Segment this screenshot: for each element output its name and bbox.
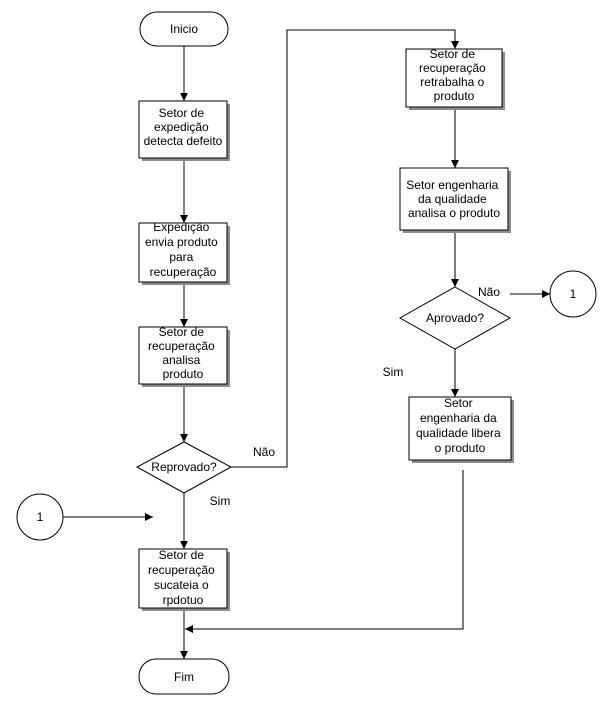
node-n2-line: recuperação — [150, 265, 217, 279]
svg-text:Expedição envia produto: Expedição envia produto para recuperação — [145, 220, 221, 279]
node-n4: Setor de recuperação sucateia o rpdotuo — [138, 548, 230, 611]
node-n1: Setor de expedição detecta defeito — [138, 100, 230, 161]
node-r3-line: Setor — [444, 396, 473, 410]
node-n3-line: produto — [163, 367, 204, 381]
node-n1-line: detecta defeito — [144, 134, 223, 148]
node-n1-line: Setor de — [159, 106, 205, 120]
node-n2: Expedição envia produto para recuperação — [138, 220, 230, 285]
decision-d1-label: Reprovado? — [151, 460, 217, 474]
node-n4-line: Setor de — [159, 548, 205, 562]
node-n3-line: analisa — [162, 353, 200, 367]
edge-label-d1-yes: Sim — [210, 494, 231, 508]
node-r2-line: Setor engenharia — [406, 178, 498, 192]
node-n4-line: sucateia o — [154, 578, 209, 592]
node-r1-line: produto — [434, 89, 475, 103]
node-r1-line: recuperação — [419, 61, 486, 75]
decision-d1: Reprovado? — [135, 441, 233, 494]
node-r3-line: o produto — [435, 441, 486, 455]
node-n1-line: expedição — [154, 120, 209, 134]
node-r2: Setor engenharia da qualidade analisa o … — [399, 167, 511, 233]
node-r2-line: analisa o produto — [408, 206, 500, 220]
edges — [63, 29, 550, 659]
svg-text:Setor de recuperação: Setor de recuperação sucateia o rpdotuo — [148, 548, 218, 607]
connector-in: 1 — [16, 493, 64, 541]
svg-text:Setor de expedição: Setor de expedição detecta defeito — [144, 106, 223, 148]
node-n2-line: envia produto — [145, 235, 218, 249]
connector-out-label: 1 — [570, 287, 577, 301]
node-r1-line: Setor de — [430, 47, 476, 61]
edge-r3-merge — [185, 470, 464, 633]
node-n2-line: para — [169, 250, 193, 264]
node-n3-line: Setor de — [159, 325, 205, 339]
node-r2-line: da qualidade — [418, 192, 487, 206]
connector-in-label: 1 — [37, 510, 44, 524]
node-n4-line: recuperação — [148, 563, 215, 577]
node-n4-line: rpdotuo — [163, 593, 204, 607]
node-n3: Setor de recuperação analisa produto — [138, 325, 230, 387]
edge-label-d2-yes: Sim — [383, 365, 404, 379]
node-end: Fim — [138, 658, 230, 695]
edge-label-d1-no: Não — [253, 445, 275, 459]
svg-text:Setor de recuperação: Setor de recuperação retrabalha o produt… — [419, 47, 489, 103]
svg-text:Setor engenharia da: Setor engenharia da qualidade libera o p… — [416, 396, 504, 455]
node-n2-line: Expedição — [153, 220, 209, 234]
edge-d1-r1-no — [231, 29, 459, 468]
node-r1: Setor de recuperação retrabalha o produt… — [405, 47, 505, 110]
connector-out: 1 — [549, 270, 597, 318]
decision-d2: Aprovado? — [398, 286, 512, 350]
node-r1-line: retrabalha o — [420, 75, 484, 89]
node-start: Inicio — [139, 11, 229, 47]
node-end-label: Fim — [174, 670, 194, 684]
node-n3-line: recuperação — [148, 339, 215, 353]
edge-label-d2-no: Não — [478, 285, 500, 299]
svg-text:Setor de recuperação: Setor de recuperação analisa produto — [148, 325, 218, 381]
decision-d2-label: Aprovado? — [426, 311, 484, 325]
node-r3: Setor engenharia da qualidade libera o p… — [408, 396, 514, 463]
svg-text:Setor engenharia da qual: Setor engenharia da qualidade analisa o … — [406, 178, 501, 220]
node-r3-line: qualidade libera — [416, 426, 501, 440]
node-r3-line: engenharia da — [420, 411, 497, 425]
node-start-label: Inicio — [170, 22, 198, 36]
